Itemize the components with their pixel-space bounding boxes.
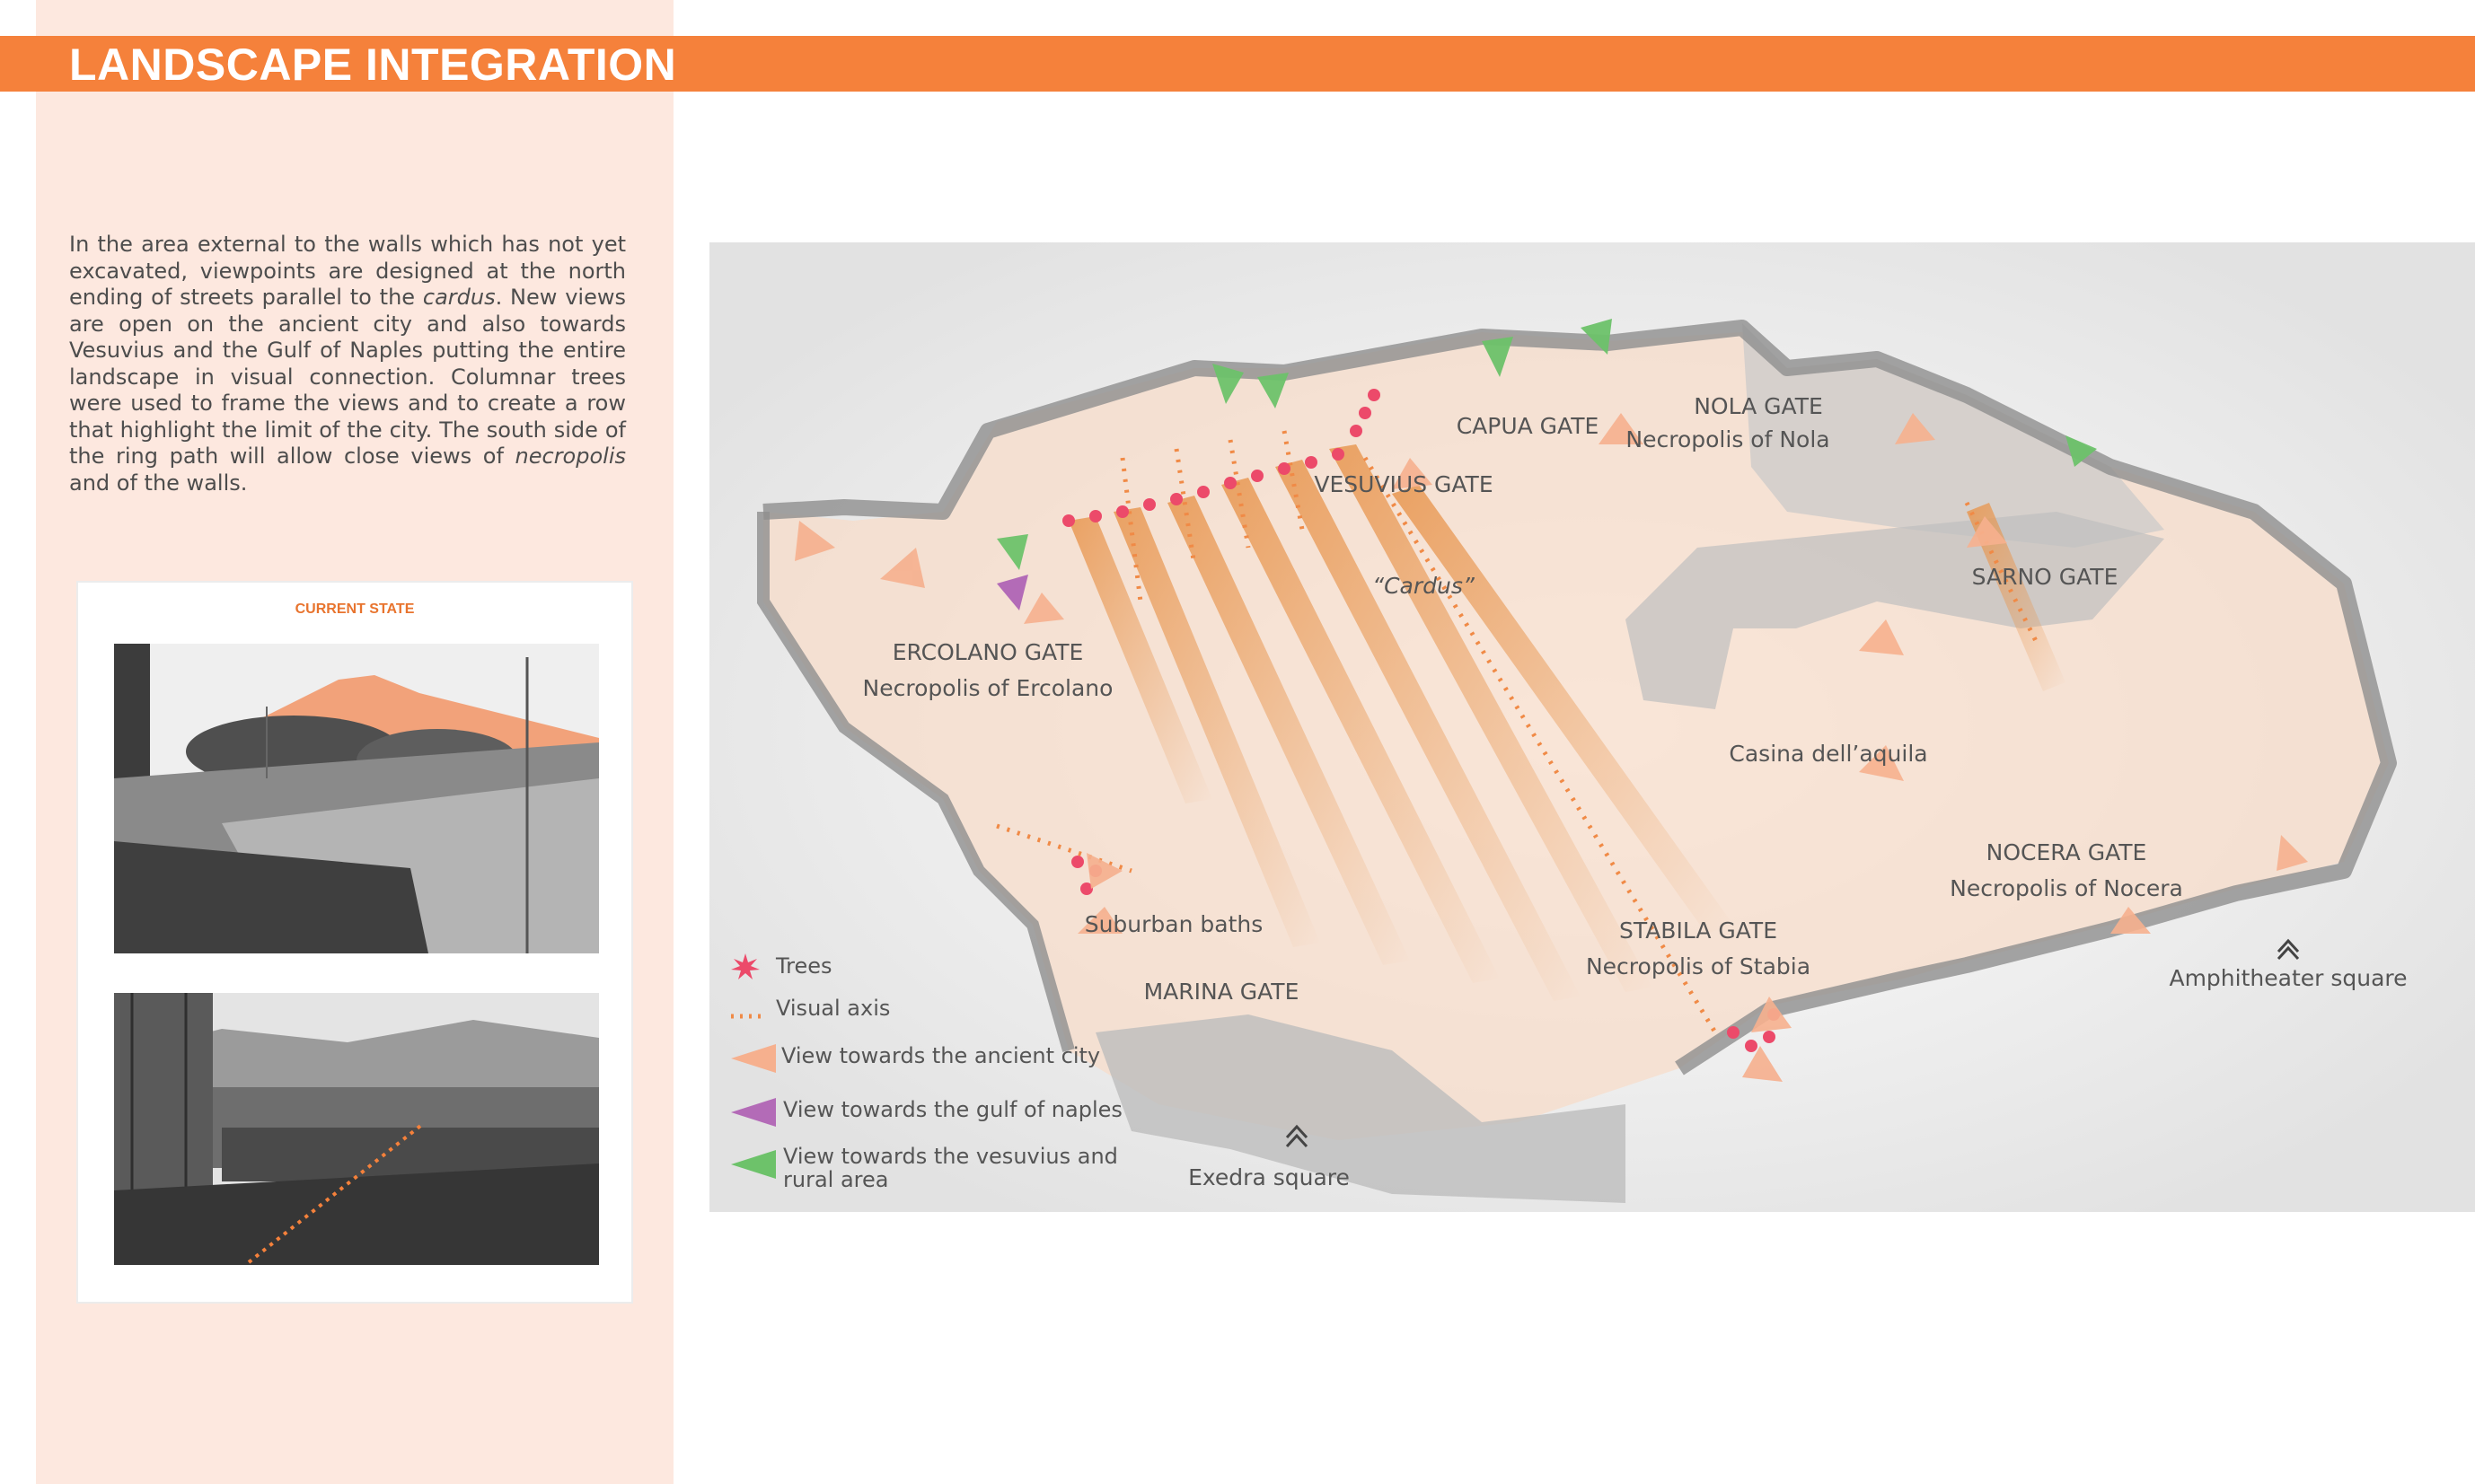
vesuvius-gate-label: VESUVIUS GATE [1314,471,1493,497]
beam-4 [1275,460,1581,1001]
amphitheater-arrow-icon [2277,938,2300,961]
beam-5 [1329,444,1652,992]
legend-view-vesuvius: View towards the vesuvius and rural area [727,1145,1118,1191]
necropolis-nocera-label: Necropolis of Nocera [1950,875,2183,901]
south-gray-area [1096,1014,1625,1203]
capua-gate-label: CAPUA GATE [1456,413,1599,439]
description-text: In the area external to the walls which … [69,232,626,496]
legend-view-gulf: View towards the gulf of naples [727,1093,1123,1132]
triangle-vesuvius-icon [731,1150,776,1179]
triangle-ancient-icon [731,1044,776,1073]
view-markers-gulf [997,575,1028,610]
view-markers-vesuvius [997,319,2097,570]
necropolis-ercolano-label: Necropolis of Ercolano [862,675,1114,701]
necropolis-stabia-label: Necropolis of Stabia [1585,953,1811,979]
casina-label: Casina dell’aquila [1729,741,1928,767]
triangle-gulf-icon [731,1098,776,1127]
view-markers-ancient [795,413,2308,1082]
photo-vesuvius-view [114,644,599,953]
current-state-title: CURRENT STATE [295,602,415,617]
ring-path [762,320,2397,1076]
site-map: CAPUA GATE NOLA GATE Necropolis of Nola … [709,242,2475,1212]
exedra-square-label: Exedra square [1188,1164,1350,1190]
tree-star-icon [731,953,760,979]
legend-view-vesuvius-text: View towards the vesuvius and rural area [783,1144,1118,1192]
stabila-gate-label: STABILA GATE [1619,918,1777,944]
sarno-gate-label: SARNO GATE [1971,564,2118,590]
nocera-gate-label: NOCERA GATE [1986,839,2147,865]
beam-1 [1114,507,1320,947]
ercolano-gate-label: ERCOLANO GATE [892,639,1084,665]
beam-6 [1069,516,1212,803]
east-gray-area [1625,512,2164,709]
cardus-beam [1392,485,1733,934]
beam-2 [1167,496,1410,965]
current-state-card: CURRENT STATE [76,581,633,1304]
photo-ancient-city-view [114,993,599,1265]
amphitheater-square-label: Amphitheater square [2169,965,2408,991]
title-bar [0,36,2475,92]
beam-sarno [1967,503,2065,691]
dotted-line-icon [731,1014,762,1019]
legend-view-ancient: View towards the ancient city [727,1039,1100,1078]
west-wall [757,512,1075,1052]
legend: Trees Visual axis View towards the ancie… [727,952,1230,1203]
beam-3 [1221,478,1500,983]
suburban-baths-label: Suburban baths [1084,911,1264,937]
cardus-label: “Cardus” [1372,573,1475,599]
excavation-gray [1742,323,2164,548]
page-title: LANDSCAPE INTEGRATION [69,40,677,90]
legend-visual-axis: Visual axis [727,997,890,1029]
legend-trees: Trees [727,952,832,982]
exedra-arrow-icon [1285,1124,1308,1148]
visual-axes [996,430,2041,1034]
marina-gate-label: MARINA GATE [1143,979,1299,1005]
necropolis-nola-label: Necropolis of Nola [1625,426,1830,452]
nola-gate-label: NOLA GATE [1694,393,1823,419]
